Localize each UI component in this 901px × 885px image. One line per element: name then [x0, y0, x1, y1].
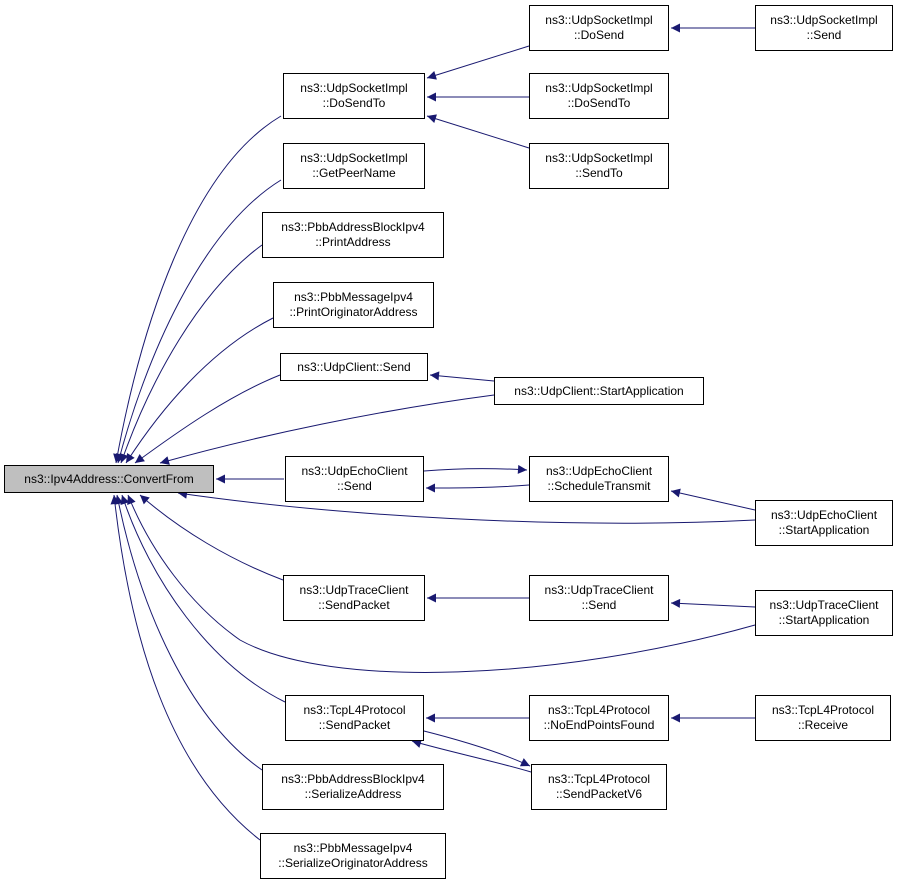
node-udptraceclient-sendpacket[interactable]: ns3::UdpTraceClient::SendPacket: [283, 575, 425, 621]
node-label-line: ns3::UdpSocketImpl: [545, 151, 653, 165]
node-label-line: ns3::TcpL4Protocol: [303, 703, 406, 717]
node-label-line: ::ScheduleTransmit: [547, 479, 651, 493]
edge-udpcstart-to-udpcsend: [429, 371, 495, 382]
node-label-line: ::StartApplication: [778, 523, 870, 537]
node-udpsocketimpl-dosendto-2[interactable]: ns3::UdpSocketImpl::DoSendTo: [529, 73, 669, 119]
node-label-line: ::DoSendTo: [567, 96, 631, 110]
node-udpsocketimpl-dosendto[interactable]: ns3::UdpSocketImpl::DoSendTo: [283, 73, 425, 119]
node-label-line: ns3::UdpSocketImpl: [545, 81, 653, 95]
edge-getpeer-to-root: [115, 179, 282, 464]
edge-pbbser-to-root: [114, 494, 263, 771]
node-label-line: ns3::UdpClient::Send: [297, 359, 411, 374]
node-label-line: ::DoSendTo: [322, 96, 386, 110]
edge-echosend-to-echosched: [423, 464, 528, 474]
node-udpclient-send[interactable]: ns3::UdpClient::Send: [280, 353, 428, 381]
node-root[interactable]: ns3::Ipv4Address::ConvertFrom: [4, 465, 214, 493]
edge-udpcsend-to-root: [134, 374, 281, 464]
node-label-line: ::SendPacket: [318, 718, 391, 732]
node-label-line: ::SendPacketV6: [555, 787, 643, 801]
node-udpechoclient-scheduletransmit[interactable]: ns3::UdpEchoClient::ScheduleTransmit: [529, 456, 669, 502]
edge-tcppkt-to-tcpv6: [419, 729, 531, 767]
node-label-line: ns3::PbbAddressBlockIpv4: [281, 772, 425, 786]
edge-echostart-to-root: [177, 489, 756, 524]
node-label-line: ns3::TcpL4Protocol: [547, 772, 651, 786]
node-label-line: ::SerializeOriginatorAddress: [278, 856, 428, 870]
node-label-line: ns3::UdpTraceClient: [769, 598, 879, 612]
edge-dosend-to-dosendto: [426, 45, 530, 80]
node-udpechoclient-startapplication[interactable]: ns3::UdpEchoClient::StartApplication: [755, 500, 893, 546]
node-label-line: ns3::UdpTraceClient: [544, 583, 654, 597]
node-pbbmessage-serializeoriginator[interactable]: ns3::PbbMessageIpv4::SerializeOriginator…: [260, 833, 446, 879]
node-udpsocketimpl-sendto[interactable]: ns3::UdpSocketImpl::SendTo: [529, 143, 669, 189]
node-label-line: ::SerializeAddress: [304, 787, 402, 801]
node-label-line: ::SendPacket: [318, 598, 390, 612]
edge-tracestart-to-tracesend: [670, 598, 756, 608]
node-label-line: ::Receive: [797, 718, 849, 732]
edge-layer: [110, 23, 756, 841]
edge-tracepkt-to-root: [139, 494, 284, 581]
node-label-line: ns3::PbbMessageIpv4: [293, 841, 413, 855]
edge-tcppkt-to-root: [120, 494, 286, 703]
node-label-line: ns3::UdpSocketImpl: [300, 81, 408, 95]
node-label-line: ns3::TcpL4Protocol: [547, 703, 651, 717]
node-label-line: ::GetPeerName: [312, 166, 396, 180]
node-label-line: ns3::UdpSocketImpl: [770, 13, 878, 27]
node-label-line: ::StartApplication: [778, 613, 870, 627]
edge-pbbmsgser-to-root: [110, 494, 261, 841]
edge-udpcstart-to-root: [159, 394, 495, 465]
node-pbbaddressblock-serializeaddress[interactable]: ns3::PbbAddressBlockIpv4::SerializeAddre…: [262, 764, 444, 810]
node-pbbaddressblock-printaddress[interactable]: ns3::PbbAddressBlockIpv4::PrintAddress: [262, 212, 444, 258]
node-label-line: ::Send: [806, 28, 842, 42]
node-tcpl4protocol-noendpointsfound[interactable]: ns3::TcpL4Protocol::NoEndPointsFound: [529, 695, 669, 741]
node-label-line: ::SendTo: [575, 166, 623, 180]
node-tcpl4protocol-sendpacketv6[interactable]: ns3::TcpL4Protocol::SendPacketV6: [531, 764, 667, 810]
node-label-line: ::Send: [337, 479, 372, 493]
node-udpsocketimpl-getpeername[interactable]: ns3::UdpSocketImpl::GetPeerName: [283, 143, 425, 189]
edge-dosendto-to-root: [113, 115, 282, 464]
node-udpsocketimpl-send[interactable]: ns3::UdpSocketImpl::Send: [755, 5, 893, 51]
node-pbbmessage-printoriginator[interactable]: ns3::PbbMessageIpv4::PrintOriginatorAddr…: [273, 282, 434, 328]
node-udpsocketimpl-dosend[interactable]: ns3::UdpSocketImpl::DoSend: [529, 5, 669, 51]
edge-tcpv6-to-tcppkt: [411, 739, 532, 773]
edge-tracestart-to-root: [127, 494, 756, 673]
node-label-line: ns3::UdpEchoClient: [545, 464, 653, 478]
node-label-line: ns3::Ipv4Address::ConvertFrom: [24, 471, 194, 486]
node-udpclient-startapplication[interactable]: ns3::UdpClient::StartApplication: [494, 377, 704, 405]
node-tcpl4protocol-receive[interactable]: ns3::TcpL4Protocol::Receive: [755, 695, 891, 741]
node-label-line: ::PrintOriginatorAddress: [289, 305, 418, 319]
edge-echosched-to-echosend: [425, 483, 530, 493]
node-label-line: ns3::UdpClient::StartApplication: [514, 383, 684, 398]
node-label-line: ::Send: [581, 598, 617, 612]
node-label-line: ::PrintAddress: [315, 235, 391, 249]
node-tcpl4protocol-sendpacket[interactable]: ns3::TcpL4Protocol::SendPacket: [285, 695, 424, 741]
node-udptraceclient-send[interactable]: ns3::UdpTraceClient::Send: [529, 575, 669, 621]
node-label-line: ns3::UdpSocketImpl: [300, 151, 408, 165]
node-label-line: ns3::PbbAddressBlockIpv4: [281, 220, 425, 234]
node-label-line: ::DoSend: [573, 28, 625, 42]
node-label-line: ns3::UdpTraceClient: [299, 583, 409, 597]
edge-pbbmsg-to-root: [125, 317, 274, 464]
node-label-line: ns3::TcpL4Protocol: [771, 703, 875, 717]
edge-sendto-to-dosendto: [426, 114, 530, 149]
node-label-line: ::NoEndPointsFound: [543, 718, 655, 732]
node-label-line: ns3::UdpEchoClient: [301, 464, 408, 478]
node-udptraceclient-startapplication[interactable]: ns3::UdpTraceClient::StartApplication: [755, 590, 893, 636]
edge-echostart-to-echosched: [670, 488, 756, 511]
node-udpechoclient-send[interactable]: ns3::UdpEchoClient::Send: [285, 456, 424, 502]
node-label-line: ns3::UdpEchoClient: [770, 508, 878, 522]
edge-pbbaddr-to-root: [119, 244, 263, 464]
node-label-line: ns3::UdpSocketImpl: [545, 13, 653, 27]
node-label-line: ns3::PbbMessageIpv4: [294, 290, 413, 304]
